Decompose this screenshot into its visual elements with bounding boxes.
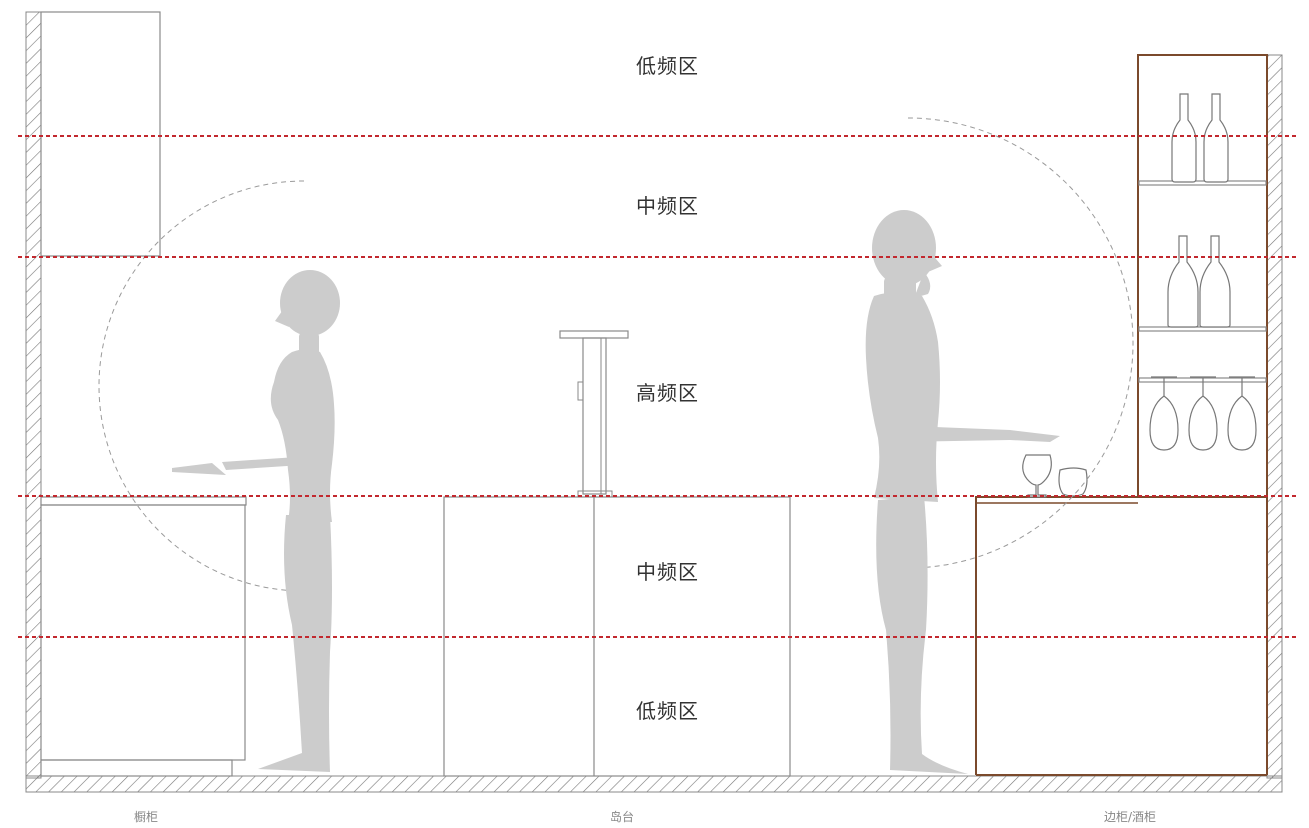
cabinet-label-right: 边柜/酒柜 xyxy=(1104,810,1157,824)
wall-cabinet-left xyxy=(40,11,161,257)
cabinet-label-center: 岛台 xyxy=(610,810,635,824)
zone-label-bottom-low: 低频区 xyxy=(636,699,699,723)
zone-label-lower-mid: 中频区 xyxy=(636,560,699,584)
wine-bottle-icon xyxy=(1171,93,1229,183)
zone-label-top-low: 低频区 xyxy=(636,54,699,78)
popup-socket xyxy=(559,330,629,498)
left-wall xyxy=(25,11,42,779)
human-figure-right xyxy=(865,210,1060,774)
cabinet-label-left: 橱柜 xyxy=(134,810,159,824)
reach-arc-right xyxy=(907,117,1134,569)
right-wall xyxy=(1266,54,1283,779)
zone-divider-lines xyxy=(18,135,1298,638)
wine-glass-icon xyxy=(1149,376,1257,451)
zone-label-upper-mid: 中频区 xyxy=(636,194,699,218)
glass-icon xyxy=(1022,454,1088,498)
reach-arc-left xyxy=(98,180,305,592)
human-figure-left xyxy=(172,270,340,772)
floor xyxy=(25,775,1283,793)
zone-label-high: 高频区 xyxy=(636,381,699,405)
wine-bottle-icon xyxy=(1167,235,1231,328)
base-cabinet-left xyxy=(40,496,247,777)
